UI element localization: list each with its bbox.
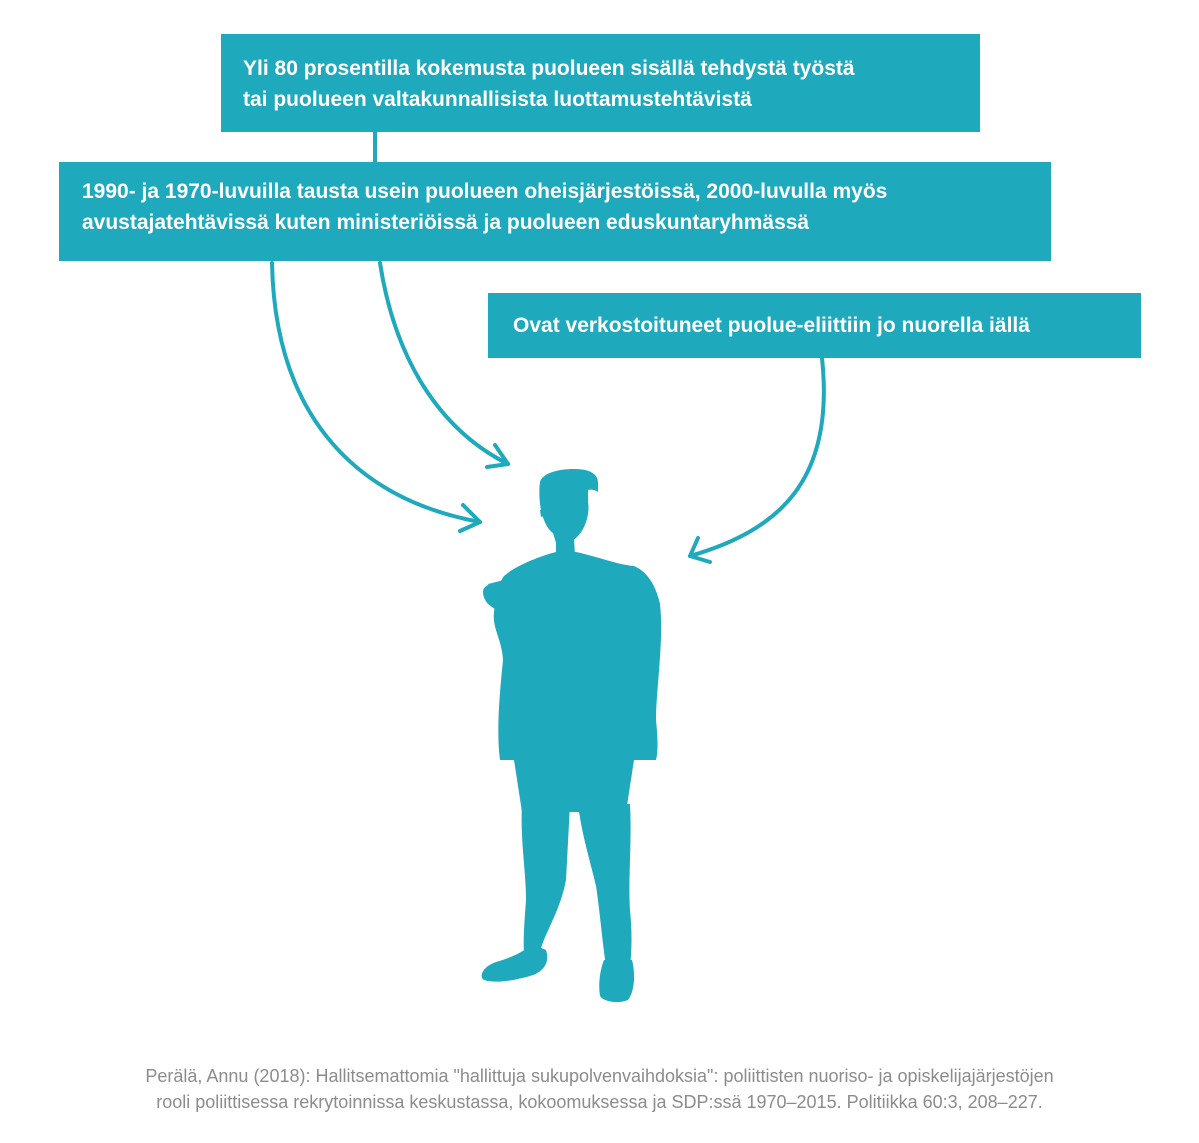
info-box-networking: Ovat verkostoituneet puolue-eliittiin jo… — [488, 293, 1141, 358]
person-silhouette-icon — [481, 469, 662, 1003]
info-box-line: avustajatehtävissä kuten ministeriöissä … — [82, 211, 810, 234]
info-box-party-experience: Yli 80 prosentilla kokemusta puolueen si… — [221, 34, 980, 132]
arrow-box3 — [688, 356, 826, 558]
source-line: rooli poliittisessa rekrytoinnissa kesku… — [156, 1092, 1043, 1112]
info-box-line: Yli 80 prosentilla kokemusta puolueen si… — [243, 57, 855, 80]
info-box-line: Ovat verkostoituneet puolue-eliittiin jo… — [513, 314, 1030, 337]
arrow-box3-head — [688, 536, 712, 564]
info-box-line: 1990- ja 1970-luvuilla tausta usein puol… — [82, 180, 888, 203]
info-box-line: tai puolueen valtakunnallisista luottamu… — [243, 88, 752, 111]
arrow-box2-right-head — [485, 443, 510, 469]
source-citation: Perälä, Annu (2018): Hallitsemattomia "h… — [0, 1063, 1199, 1115]
arrow-box2-right — [378, 261, 510, 466]
arrow-box2-left-head — [458, 503, 482, 533]
info-box-background: 1990- ja 1970-luvuilla tausta usein puol… — [59, 162, 1051, 261]
arrow-box2-left — [270, 261, 482, 524]
source-line: Perälä, Annu (2018): Hallitsemattomia "h… — [145, 1066, 1054, 1086]
